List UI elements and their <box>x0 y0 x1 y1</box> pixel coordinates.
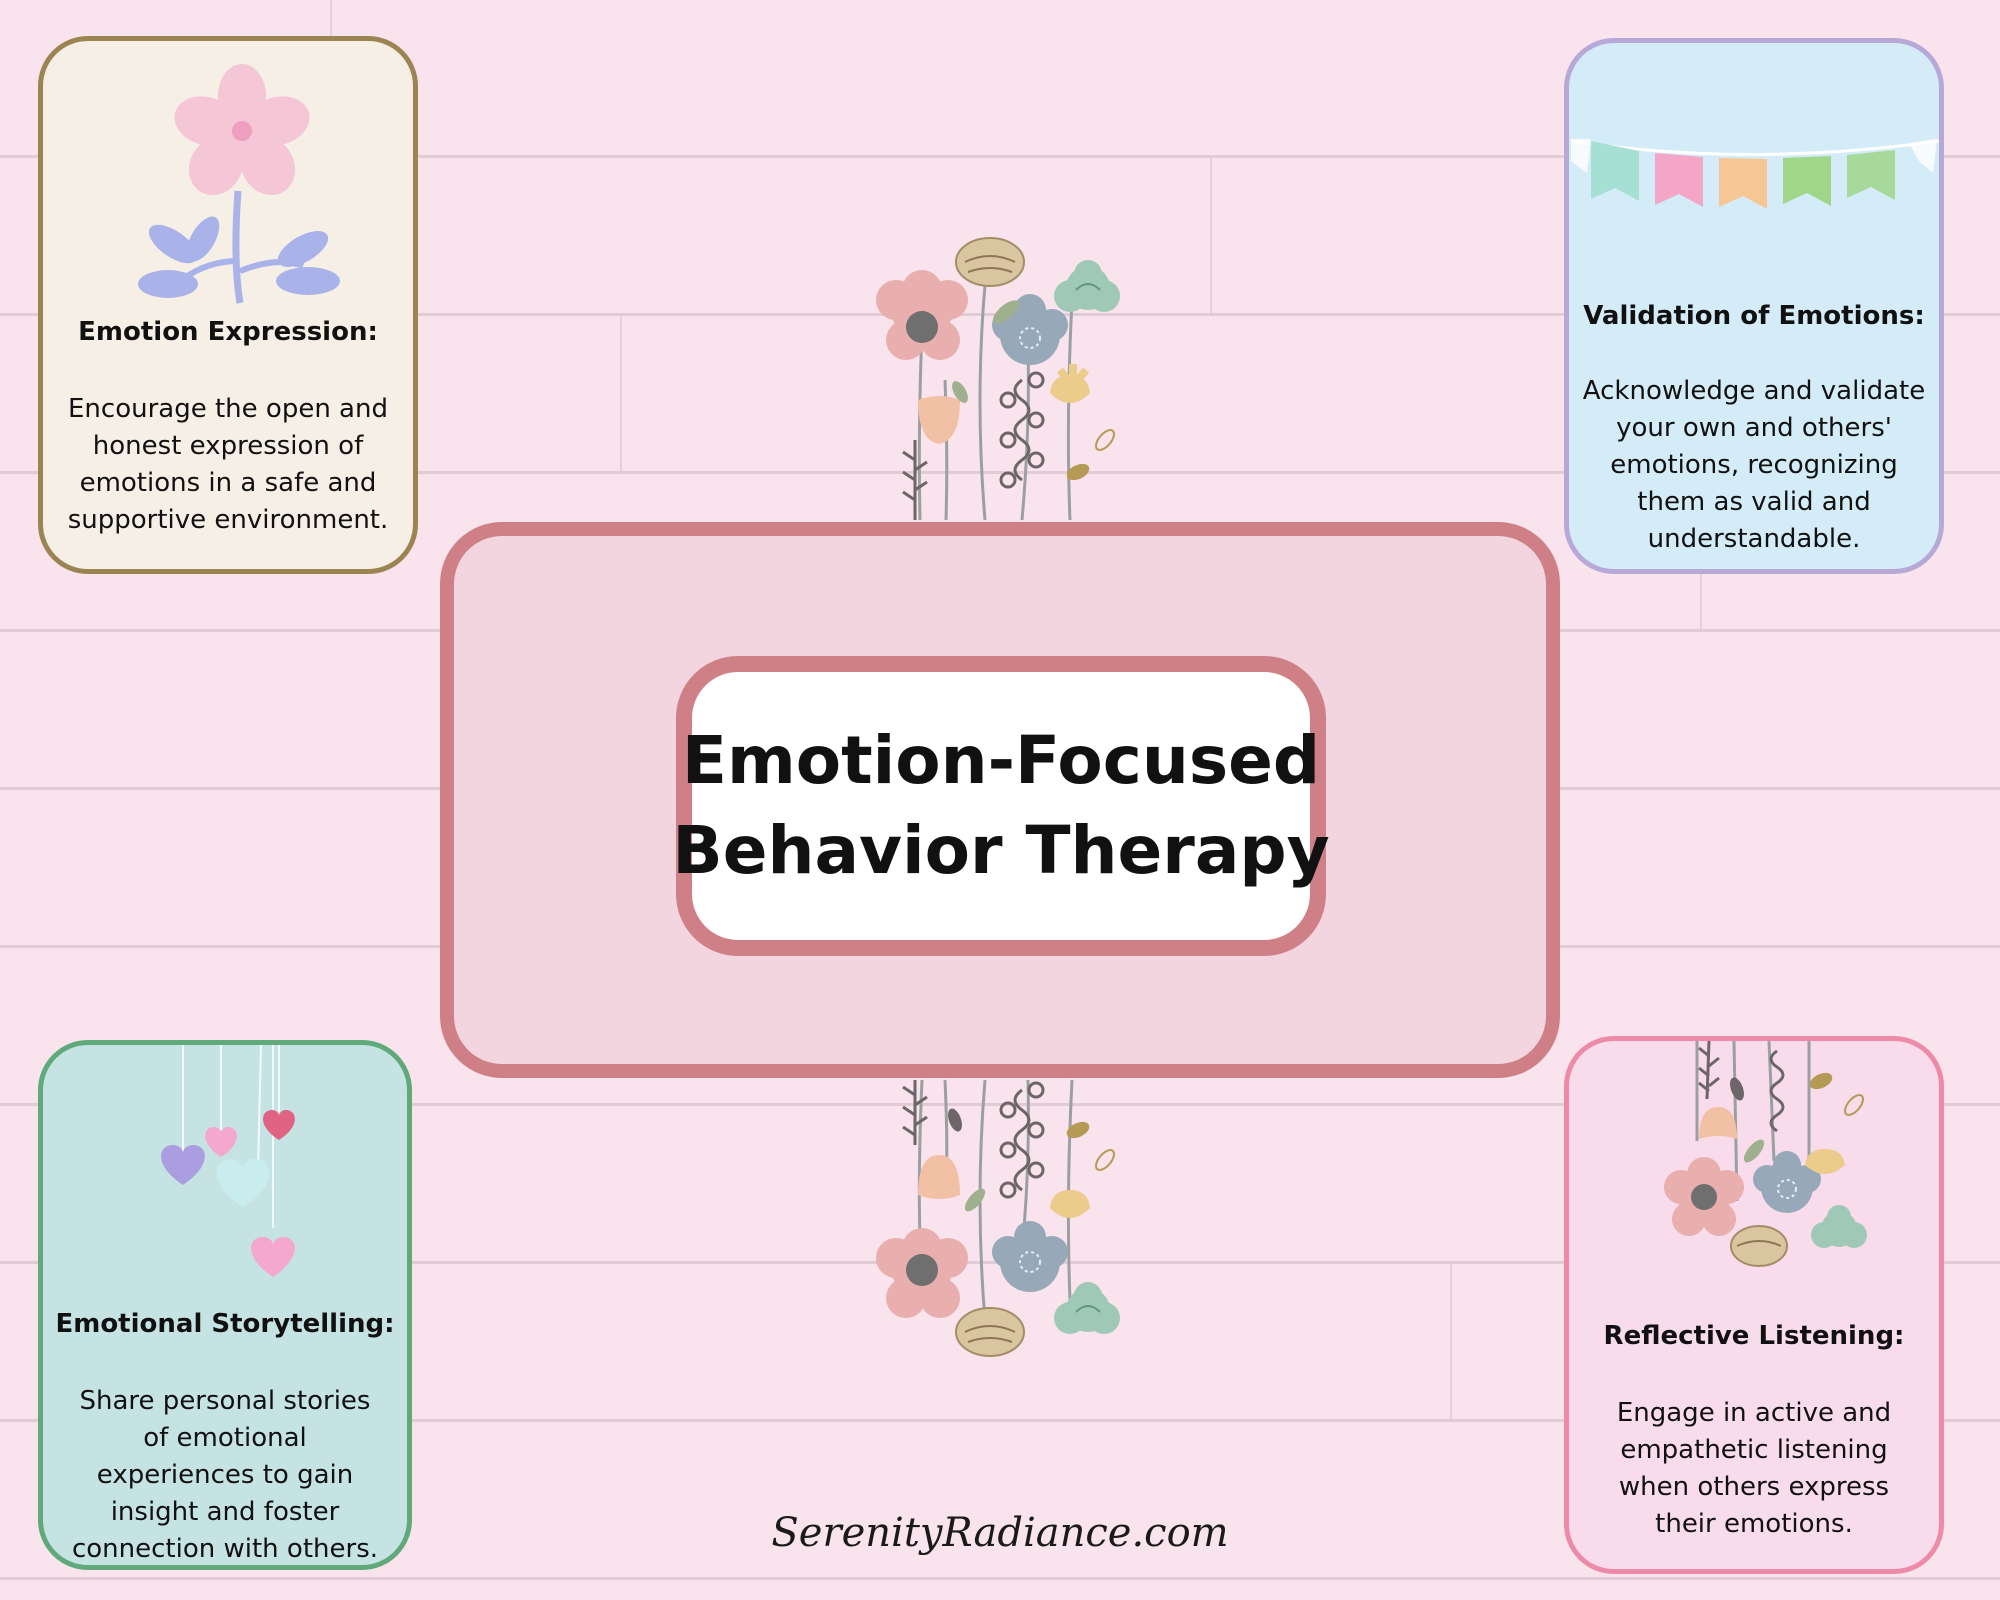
central-topic-label: Emotion-Focused Behavior Therapy <box>672 656 1330 956</box>
hanging-hearts-icon <box>161 1045 295 1277</box>
flower-icon <box>138 64 340 304</box>
card-emotion-expression: Emotion Expression: Encourage the open a… <box>38 36 418 574</box>
plank-seam <box>1450 1264 1452 1419</box>
site-url: SerenityRadiance.com <box>771 1510 1229 1556</box>
flower-bouquet-icon <box>1664 1041 1867 1267</box>
bunting-icon <box>1570 139 1939 209</box>
card-emotional-storytelling: Emotional Storytelling: Share personal s… <box>38 1040 412 1570</box>
card-body: Acknowledge and validate your own and ot… <box>1582 376 1926 554</box>
card-title: Reflective Listening: <box>1603 1321 1905 1351</box>
plank-seam <box>620 316 622 471</box>
card-body: Share personal stories of emotional expe… <box>71 1386 379 1564</box>
card-title: Emotion Expression: <box>78 317 378 347</box>
card-body: Engage in active and empathetic listenin… <box>1616 1398 1892 1539</box>
card-reflective-listening: Reflective Listening: Engage in active a… <box>1564 1036 1944 1574</box>
card-body: Encourage the open and honest expression… <box>67 394 389 535</box>
central-title-line-1: Emotion-Focused <box>681 722 1321 799</box>
plank-seam <box>1210 158 1212 313</box>
card-title: Emotional Storytelling: <box>55 1309 395 1339</box>
card-validation-of-emotions: Validation of Emotions: Acknowledge and … <box>1564 38 1944 574</box>
central-title-line-2: Behavior Therapy <box>672 812 1330 889</box>
card-title: Validation of Emotions: <box>1583 301 1925 331</box>
